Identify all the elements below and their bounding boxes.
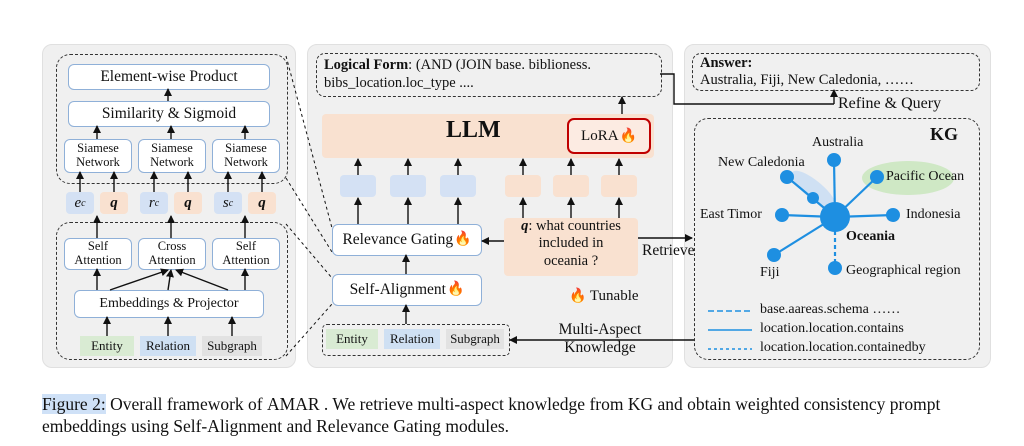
question-token-2 [553,175,589,197]
prompt-token-1 [340,175,376,197]
left-entity-chip: Entity [80,336,134,356]
node-fiji: Fiji [760,265,780,280]
node-new-caledonia: New Caledonia [718,155,805,170]
fire-icon: 🔥 [447,282,465,298]
token-q-3: q [248,192,276,214]
tunable-legend: 🔥 Tunable [569,288,639,304]
legend-item-3: location.location.containedby [760,340,926,355]
llm-label: LLM [446,117,501,143]
node-pacific-ocean: Pacific Ocean [886,169,965,184]
lora-box: LoRA🔥 [567,118,651,154]
question-token-1 [505,175,541,197]
token-q-1: q [100,192,128,214]
answer-text: Answer:Australia, Fiji, New Caledonia, …… [700,55,914,89]
kg-box [694,118,980,360]
legend-item-1: base.aareas.schema …… [760,302,901,317]
logical-form-text: Logical Form: (AND (JOIN base. bibliones… [324,57,592,92]
retrieve-label: Retrieve [642,242,695,259]
figure-number: Figure 2: [42,394,106,414]
figure-caption: Figure 2: Overall framework of AMAR . We… [42,394,941,436]
token-q-2: q [174,192,202,214]
mid-relation-chip: Relation [384,329,440,349]
node-australia: Australia [812,135,864,150]
self-alignment-box: Self-Alignment🔥 [332,274,482,306]
node-oceania: Oceania [846,229,895,244]
siamese-group [56,54,288,184]
fire-icon: 🔥 [569,289,587,304]
fire-icon: 🔥 [619,128,637,144]
fire-icon: 🔥 [454,232,472,248]
legend-item-2: location.location.contains [760,321,904,336]
left-relation-chip: Relation [140,336,196,356]
left-subgraph-chip: Subgraph [202,336,262,356]
node-indonesia: Indonesia [906,207,961,222]
mid-subgraph-chip: Subgraph [446,329,504,349]
kg-label: KG [930,124,959,144]
refine-query-label: Refine & Query [838,95,942,112]
logical-form-box [316,53,662,97]
question-token-3 [601,175,637,197]
similarity-sigmoid-box: Similarity & Sigmoid [68,101,270,127]
relevance-gating-box: Relevance Gating🔥 [332,224,482,256]
node-geographical-region: Geographical region [846,263,961,278]
prompt-token-2 [390,175,426,197]
prompt-token-3 [440,175,476,197]
mid-entity-chip: Entity [326,329,378,349]
middle-panel [307,44,673,368]
node-east-timor: East Timor [700,207,762,222]
question-block: q: what countries included in oceania ? [504,218,638,276]
